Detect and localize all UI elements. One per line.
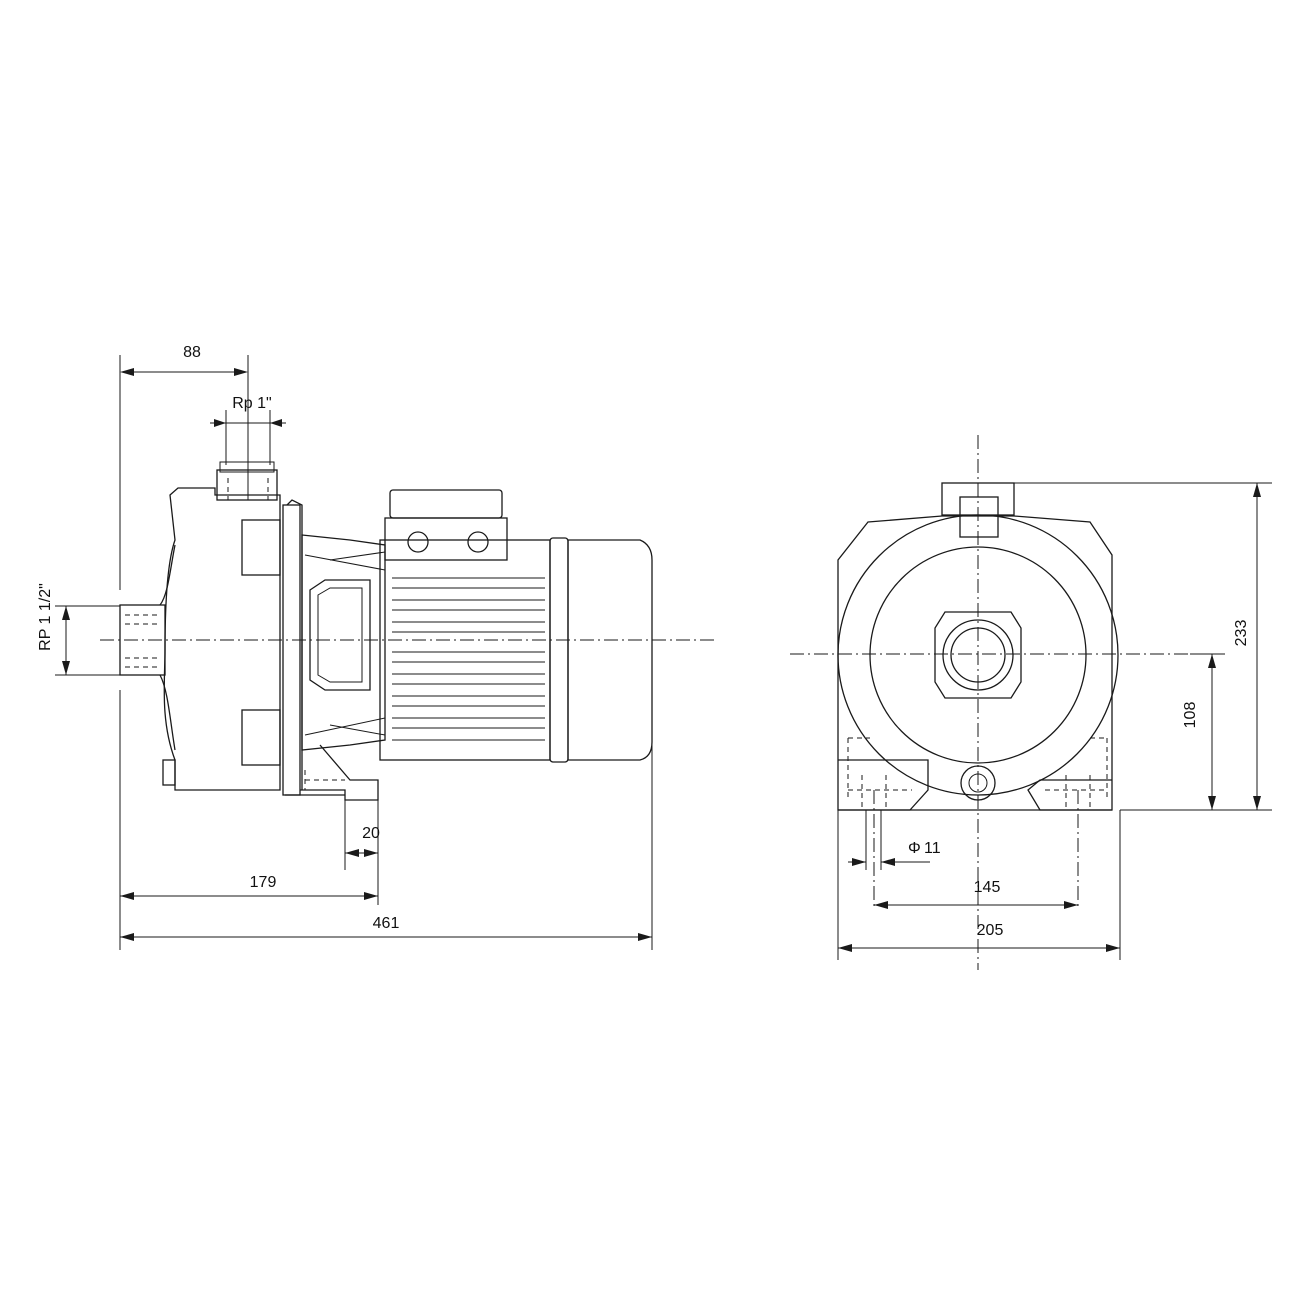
dimension-hole-diameter: Φ 11 (848, 840, 941, 866)
dim-rp1-1-2-label: RP 1 1/2" (37, 583, 54, 651)
dim-461-label: 461 (373, 915, 400, 932)
dimension-461: 461 (120, 915, 652, 941)
dimension-88: 88 (120, 344, 248, 376)
dim-108-label: 108 (1182, 702, 1199, 729)
side-view: 88 Rp 1" RP 1 1/2" 20 179 (37, 344, 715, 950)
dim-233-label: 233 (1233, 620, 1250, 647)
dim-179-label: 179 (250, 874, 277, 891)
dimension-233: 233 (1233, 483, 1261, 810)
front-view: 233 108 Φ 11 145 (790, 435, 1272, 970)
dim-rp1-label: Rp 1" (232, 395, 271, 412)
pump-bracket (285, 534, 386, 801)
diameter-symbol: Φ (908, 840, 921, 857)
dim-145-label: 145 (974, 879, 1001, 896)
pump-casing (119, 461, 303, 796)
dimension-20: 20 (345, 825, 380, 857)
dimension-rp1: Rp 1" (210, 395, 286, 427)
dimension-205: 205 (838, 922, 1120, 952)
dim-205-label: 205 (977, 922, 1004, 939)
motor (379, 489, 653, 763)
dimension-rp1-1-2: RP 1 1/2" (37, 583, 70, 675)
dim-88-label: 88 (183, 344, 201, 361)
dimension-108: 108 (1182, 654, 1216, 810)
dim-20-label: 20 (362, 825, 380, 842)
dim-11-label: 11 (924, 840, 941, 857)
dimension-145: 145 (874, 879, 1078, 909)
dimension-179: 179 (120, 874, 378, 900)
